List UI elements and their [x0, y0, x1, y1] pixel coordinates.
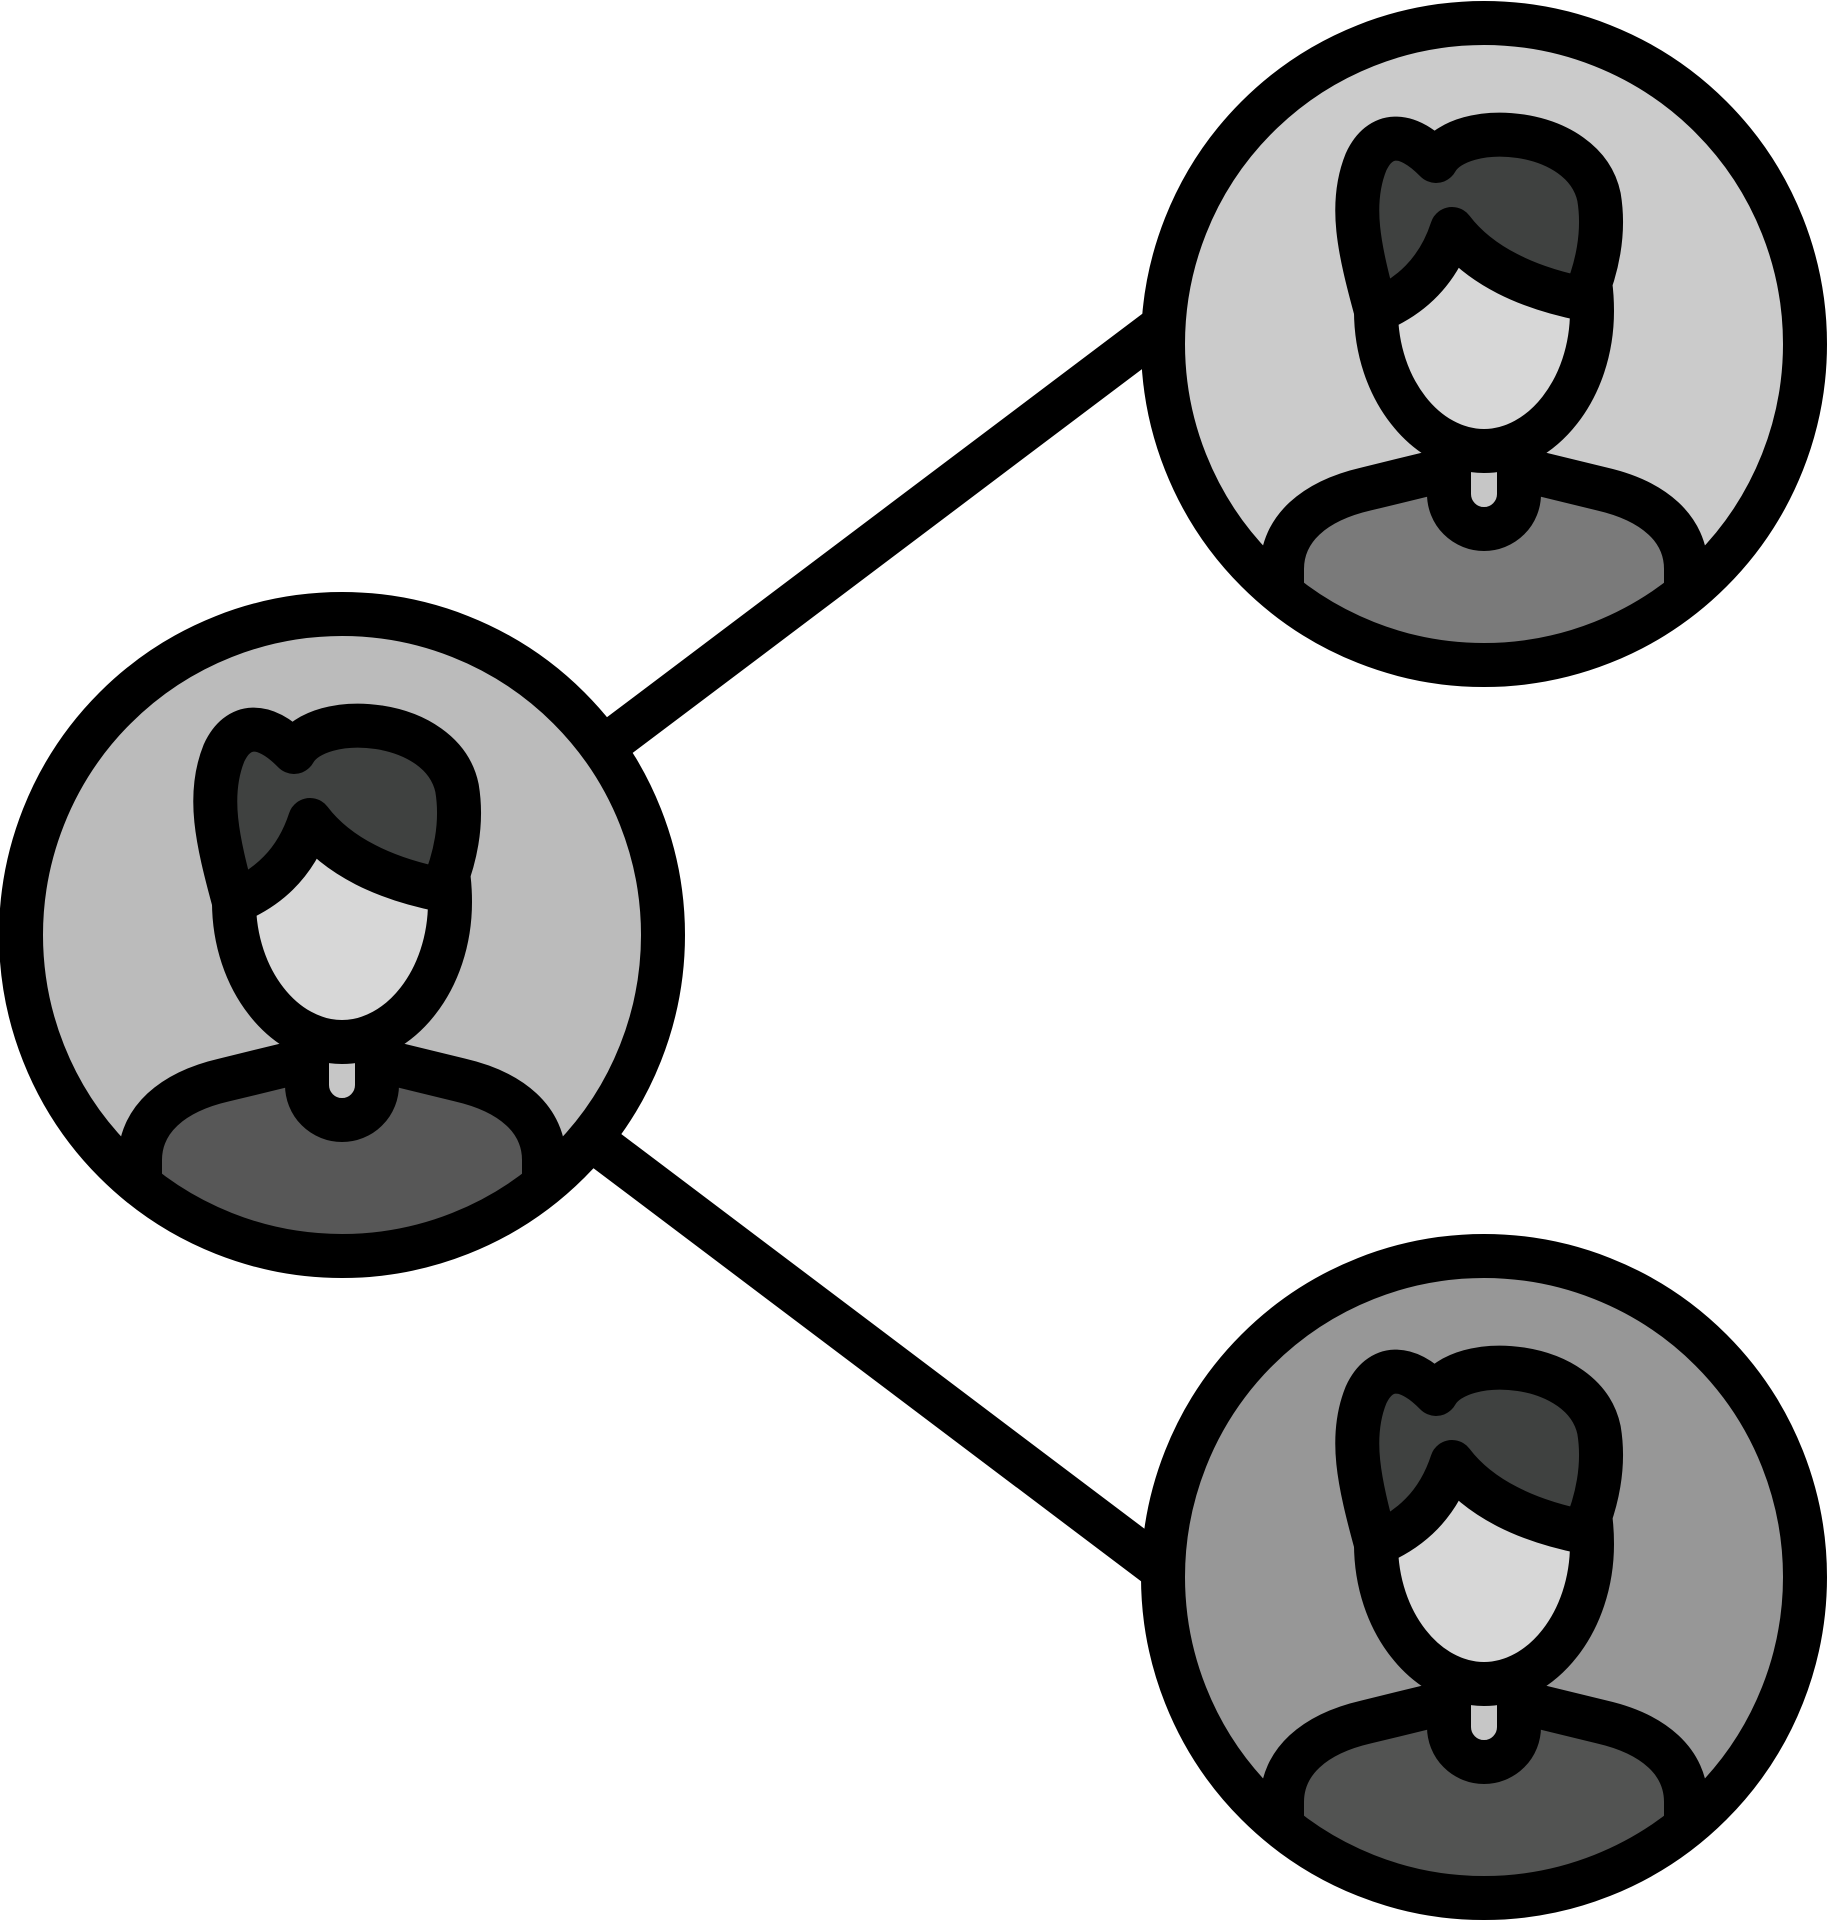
left-user-hair	[193, 703, 481, 924]
bottom-right-user-hair	[1335, 1345, 1623, 1566]
bottom-right-user-node	[1141, 1234, 1827, 1920]
connector-line-top	[586, 310, 1174, 768]
connector-line-bottom	[568, 1114, 1174, 1586]
left-user-outline	[0, 592, 685, 1278]
left-user-node	[0, 592, 685, 1278]
top-right-user-outline	[1141, 1, 1827, 687]
top-right-user-node	[1141, 1, 1827, 687]
top-right-user-hair	[1335, 112, 1623, 333]
bottom-right-user-outline	[1141, 1234, 1827, 1920]
connector-lines	[568, 310, 1174, 1586]
